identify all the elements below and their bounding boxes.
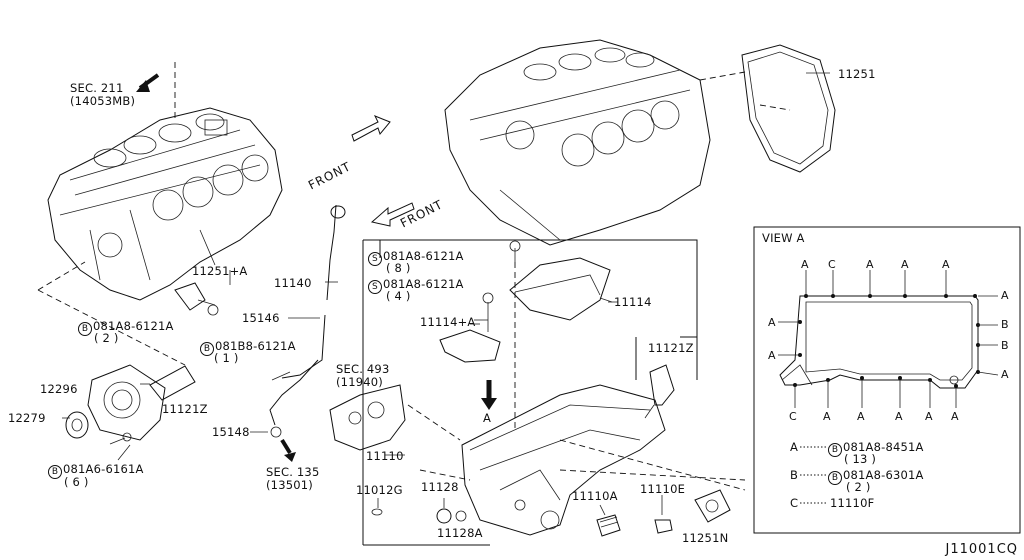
view-a-top-letter-5: A: [942, 258, 950, 271]
circle-s-icon: S: [368, 252, 382, 266]
part-081A8-6121A-8-qty: ( 8 ): [386, 261, 411, 275]
view-a-title: VIEW A: [762, 231, 805, 245]
part-12296-label[interactable]: 12296: [40, 382, 78, 396]
legend-key-b: B: [790, 468, 799, 482]
legend-key-a: A: [790, 440, 799, 454]
view-a-arrow-label: A: [483, 411, 492, 425]
part-11251-label[interactable]: 11251: [838, 67, 876, 81]
legend-qty-a: ( 13 ): [844, 452, 877, 466]
view-a-bottom-letter-3: A: [857, 410, 865, 423]
circle-b-icon: B: [828, 471, 842, 485]
part-11121Z-right-label[interactable]: 11121Z: [648, 341, 694, 355]
circle-b-icon: B: [200, 342, 214, 356]
part-11251A-label[interactable]: 11251+A: [192, 264, 248, 278]
sec-135-label[interactable]: SEC. 135: [266, 465, 320, 479]
part-11110-label[interactable]: 11110: [366, 449, 404, 463]
sec-211-label[interactable]: SEC. 211: [70, 81, 124, 95]
sec-135-sublabel: (13501): [266, 478, 313, 492]
legend-key-c: C: [790, 496, 799, 510]
part-11114-label[interactable]: 11114: [614, 295, 652, 309]
sec-493-label[interactable]: SEC. 493: [336, 362, 390, 376]
view-a-top-letter-4: A: [901, 258, 909, 271]
part-11110E-label[interactable]: 11110E: [640, 482, 686, 496]
circle-b-icon: B: [78, 322, 92, 336]
diagram-code: J11001CQ: [945, 542, 1018, 557]
part-081B8-6121A-qty: ( 1 ): [214, 351, 239, 365]
oil-pan-drawing: [461, 384, 666, 536]
view-a-bottom-letter-1: C: [789, 410, 797, 423]
part-11110A-label[interactable]: 11110A: [572, 489, 618, 503]
view-a-top-letter-1: A: [801, 258, 809, 271]
part-11140-label[interactable]: 11140: [274, 276, 312, 290]
view-a-top-letter-3: A: [866, 258, 874, 271]
circle-b-icon: B: [828, 443, 842, 457]
part-15146-label[interactable]: 15146: [242, 311, 280, 325]
circle-b-icon: B: [48, 465, 62, 479]
view-a-left-letter-2: A: [768, 349, 776, 362]
part-081A8-6121A-4-qty: ( 4 ): [386, 289, 411, 303]
view-a-bottom-letter-2: A: [823, 410, 831, 423]
part-11012G-label[interactable]: 11012G: [356, 483, 403, 497]
part-11121Z-left-label[interactable]: 11121Z: [162, 402, 208, 416]
part-12279-label[interactable]: 12279: [8, 411, 46, 425]
circle-s-icon: S: [368, 280, 382, 294]
part-081A8-6121A-qty: ( 2 ): [94, 331, 119, 345]
part-11128-label[interactable]: 11128: [421, 480, 459, 494]
part-11128A-label[interactable]: 11128A: [437, 526, 483, 540]
view-a-right-letter-4: A: [1001, 368, 1009, 381]
sec-211-sublabel: (14053MB): [70, 94, 136, 108]
view-a-left-letter-1: A: [768, 316, 776, 329]
view-a-right-letter-2: B: [1001, 318, 1009, 331]
legend-part-c[interactable]: 11110F: [830, 496, 875, 510]
part-15148-label[interactable]: 15148: [212, 425, 250, 439]
view-a-right-letter-1: A: [1001, 289, 1009, 302]
legend-qty-b: ( 2 ): [846, 480, 871, 494]
view-a-bottom-letter-5: A: [925, 410, 933, 423]
view-a-bottom-letter-6: A: [951, 410, 959, 423]
left-cylinder-block-drawing: [47, 107, 283, 301]
part-11251N-label[interactable]: 11251N: [682, 531, 729, 545]
right-cylinder-block-drawing: [444, 39, 711, 246]
view-a-top-letter-2: C: [828, 258, 836, 271]
view-a-right-letter-3: B: [1001, 339, 1009, 352]
sec-493-sublabel: (11940): [336, 375, 383, 389]
view-a-bottom-letter-4: A: [895, 410, 903, 423]
part-081A6-6161A-qty: ( 6 ): [64, 475, 89, 489]
part-11114A-label[interactable]: 11114+A: [420, 315, 476, 329]
